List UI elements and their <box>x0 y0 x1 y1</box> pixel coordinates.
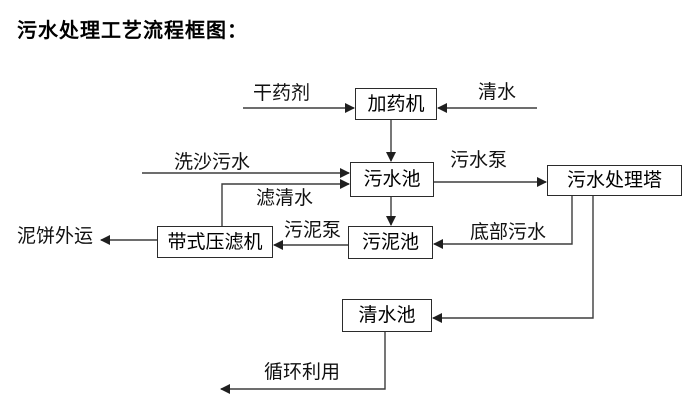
label-clean-water: 清水 <box>478 82 517 103</box>
label-mud-cake-out: 泥饼外运 <box>17 226 94 247</box>
node-dosing-machine: 加药机 <box>355 88 437 120</box>
label-bottom-sewage: 底部污水 <box>470 222 547 243</box>
label-sewage-pump: 污水泵 <box>450 150 508 171</box>
node-sewage-pool: 污水池 <box>350 162 434 197</box>
node-belt-filter-press: 带式压滤机 <box>157 226 273 258</box>
label-dry-agent: 干药剂 <box>253 83 311 104</box>
page-title: 污水处理工艺流程框图： <box>17 20 248 42</box>
label-sand-washing-sewage: 洗沙污水 <box>174 152 251 173</box>
label-recycle: 循环利用 <box>264 362 341 383</box>
flow-tower-to-clean-water-pool <box>432 196 594 323</box>
node-clean-water-pool: 清水池 <box>342 299 432 332</box>
node-treatment-tower: 污水处理塔 <box>547 165 682 196</box>
label-filtered-water: 滤清水 <box>256 188 314 209</box>
node-sludge-pool: 污泥池 <box>348 226 433 259</box>
label-sludge-pump: 污泥泵 <box>284 220 342 241</box>
